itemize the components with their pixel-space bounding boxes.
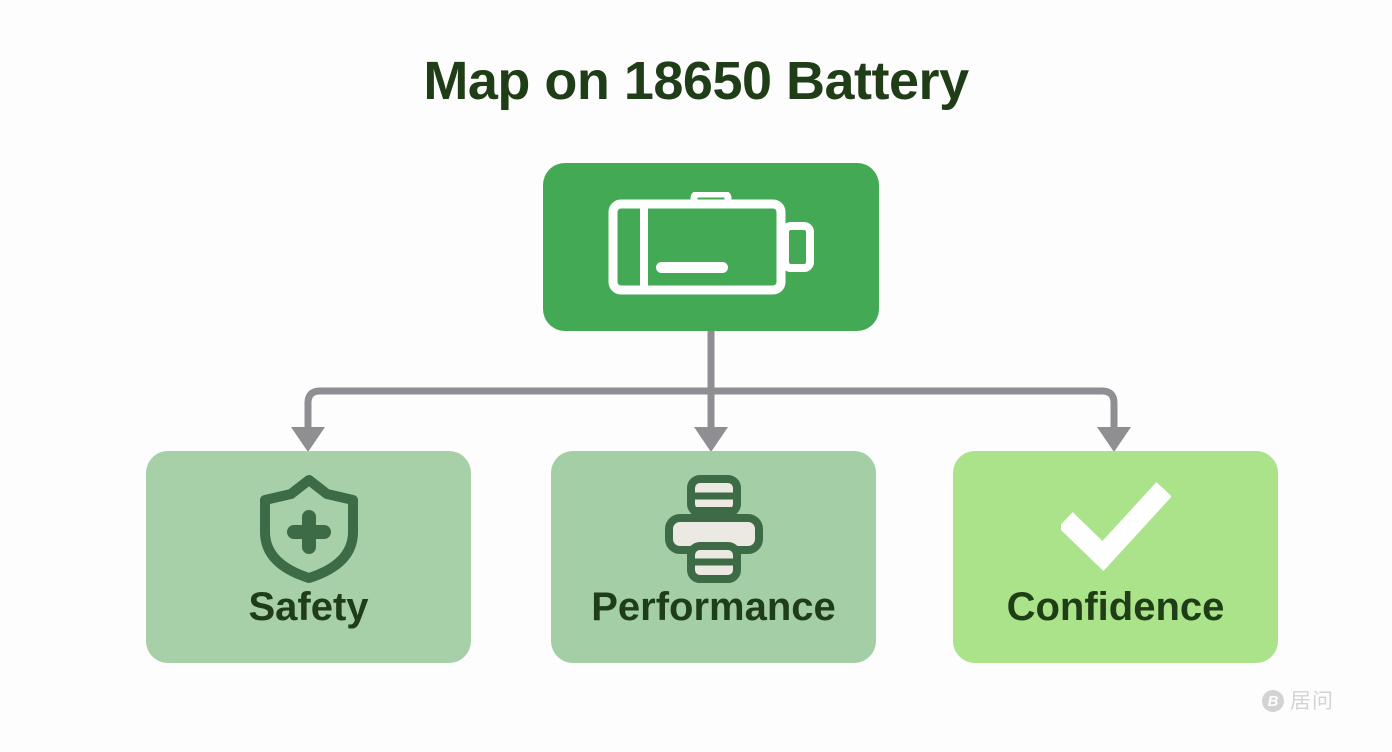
stacked-bars-icon	[664, 475, 763, 583]
watermark-logo-icon: B	[1262, 690, 1284, 712]
arrowhead-confidence	[1097, 427, 1131, 452]
battery-icon	[608, 192, 814, 295]
checkmark-icon	[1060, 482, 1171, 572]
arrowhead-performance	[694, 427, 728, 452]
card-confidence-label: Confidence	[1006, 585, 1225, 629]
shield-plus-icon	[259, 475, 358, 583]
arrowhead-safety	[291, 427, 325, 452]
connector-bus	[304, 387, 1118, 443]
watermark-text: 居问	[1290, 688, 1334, 713]
card-performance-label: Performance	[591, 585, 836, 629]
card-safety[interactable]: Safety	[146, 451, 471, 663]
card-performance[interactable]: Performance	[551, 451, 876, 663]
card-safety-label: Safety	[248, 585, 369, 629]
root-node-battery[interactable]	[543, 163, 879, 331]
card-confidence-icon-wrap	[1060, 475, 1171, 583]
card-safety-icon-wrap	[255, 475, 363, 583]
card-performance-icon-wrap	[664, 475, 764, 583]
watermark: B 居问	[1262, 690, 1334, 712]
page-title: Map on 18650 Battery	[423, 51, 969, 111]
card-confidence[interactable]: Confidence	[953, 451, 1278, 663]
